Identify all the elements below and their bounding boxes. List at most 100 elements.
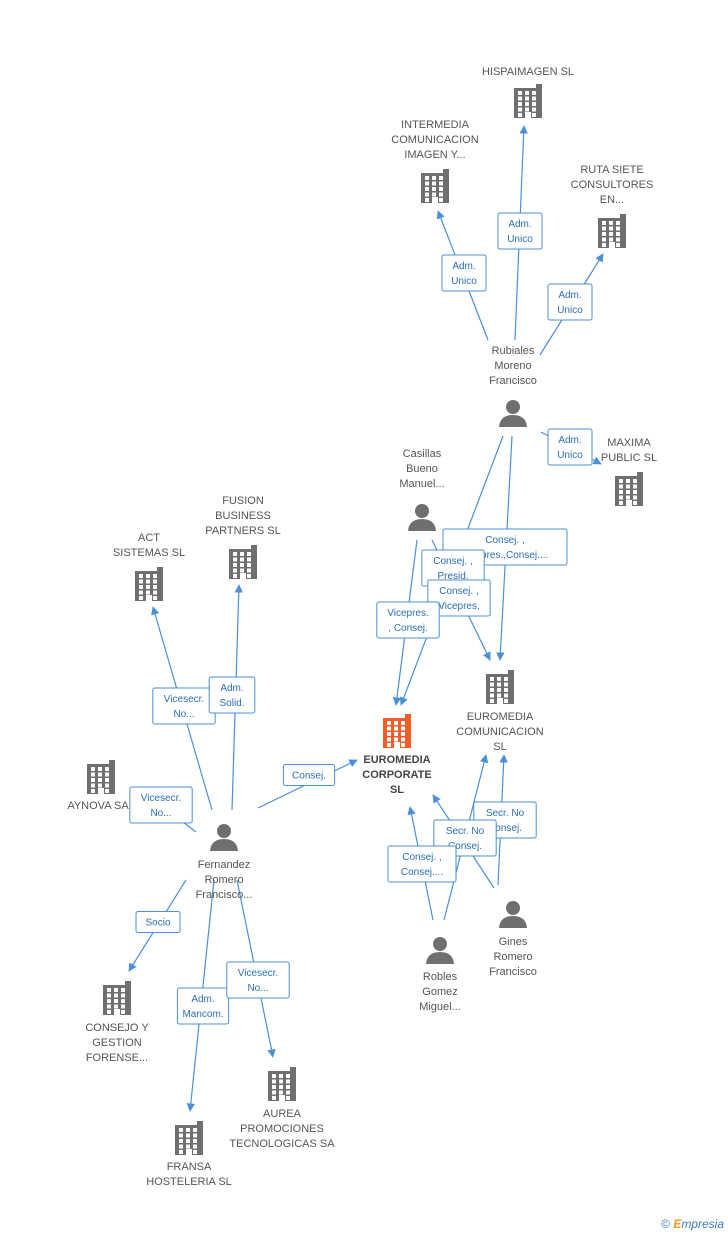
- node-label-line: Casillas: [403, 448, 442, 460]
- role-label-rubiales-to-euromedia_corp[interactable]: Consej. ,Presid.: [421, 549, 485, 587]
- node-label-line: FRANSA: [167, 1161, 212, 1173]
- role-text: Adm.: [191, 994, 214, 1005]
- node-label-line: PUBLIC SL: [601, 452, 657, 464]
- person-icon: [499, 901, 527, 928]
- role-label-fernandez-to-fransa[interactable]: Adm. Mancom.: [176, 987, 230, 1025]
- node-maxima[interactable]: MAXIMA PUBLIC SL: [601, 437, 657, 506]
- role-label-fernandez-to-euromedia_corp[interactable]: Consej.: [282, 764, 336, 786]
- role-label-rubiales-to-rutasiete[interactable]: Adm. Unico: [547, 283, 593, 321]
- building-icon: [486, 670, 514, 704]
- role-label-rubiales-to-hispaimagen[interactable]: Adm.Unico: [497, 212, 543, 250]
- node-label-line: RUTA SIETE: [580, 164, 643, 176]
- edges-layer: [128, 125, 604, 1112]
- role-label-casillas-to-euromedia_corp[interactable]: Vicepres. , Consej.: [376, 601, 440, 639]
- role-text: Secr. No: [486, 808, 525, 819]
- copyright-symbol: ©: [661, 1217, 670, 1231]
- node-label-line: Francisco: [489, 966, 537, 978]
- person-icon: [408, 504, 436, 531]
- node-robles[interactable]: RoblesGomezMiguel...: [419, 937, 461, 1013]
- role-label-fernandez-to-act[interactable]: Vicesecr.No...: [152, 687, 216, 725]
- node-consejo[interactable]: CONSEJO YGESTIONFORENSE...: [85, 981, 149, 1064]
- node-rutasiete[interactable]: RUTA SIETE CONSULTORES EN...: [571, 164, 654, 248]
- role-label-fernandez-to-aurea[interactable]: Vicesecr.No...: [226, 961, 290, 999]
- role-text: Consej.: [488, 823, 522, 834]
- footer-brand: © Empresia: [661, 1217, 724, 1231]
- node-label-line: MAXIMA: [607, 437, 651, 449]
- role-text: Vicepres.: [438, 601, 480, 612]
- node-label-line: COMUNICACION: [391, 134, 478, 146]
- role-text: No...: [150, 808, 171, 819]
- node-fransa[interactable]: FRANSA HOSTELERIA SL: [146, 1121, 232, 1188]
- node-label-line: CONSEJO Y: [85, 1022, 149, 1034]
- node-label-line: Gines: [499, 936, 528, 948]
- node-label-line: IMAGEN Y...: [404, 149, 465, 161]
- node-label-line: AYNOVA SA: [67, 800, 129, 812]
- role-text: Adm.: [558, 290, 581, 301]
- node-fernandez[interactable]: FernandezRomeroFrancisco...: [196, 824, 253, 901]
- building-icon: [598, 214, 626, 248]
- node-label-line: CORPORATE: [362, 769, 431, 781]
- node-label-line: INTERMEDIA: [401, 119, 470, 131]
- node-label-line: PARTNERS SL: [205, 525, 280, 537]
- role-text: Unico: [557, 305, 583, 316]
- role-label-fernandez-to-fusion[interactable]: Adm.Solid.: [208, 676, 256, 714]
- role-text: Vicesecr.: [238, 968, 278, 979]
- node-label-line: PROMOCIONES: [240, 1123, 324, 1135]
- role-text: Consej....: [401, 867, 443, 878]
- role-text: Unico: [557, 450, 583, 461]
- node-label-line: Romero: [493, 951, 532, 963]
- node-intermedia[interactable]: INTERMEDIA COMUNICACION IMAGEN Y...: [391, 119, 479, 203]
- node-label-line: CONSULTORES: [571, 179, 654, 191]
- building-icon: [514, 84, 542, 118]
- node-label-line: Gomez: [422, 986, 457, 998]
- role-text: Consej.: [448, 841, 482, 852]
- node-label-line: FUSION: [222, 495, 264, 507]
- role-text: Adm.: [220, 683, 243, 694]
- role-label-rubiales-to-intermedia[interactable]: Adm.Unico: [441, 254, 487, 292]
- building-icon: [421, 169, 449, 203]
- role-text: Unico: [451, 276, 477, 287]
- node-hispaimagen[interactable]: HISPAIMAGEN SL: [482, 66, 574, 118]
- node-label-line: HOSTELERIA SL: [146, 1176, 232, 1188]
- role-text: Socio: [145, 918, 170, 929]
- node-label-line: FORENSE...: [86, 1052, 148, 1064]
- node-label-line: Rubiales: [492, 345, 535, 357]
- node-label-line: Miguel...: [419, 1001, 461, 1013]
- node-label-line: EN...: [600, 194, 624, 206]
- role-text: Consej. ,: [485, 535, 524, 546]
- role-text: Vicepres.: [387, 608, 429, 619]
- node-label-line: Francisco: [489, 375, 537, 387]
- node-label-line: HISPAIMAGEN SL: [482, 66, 574, 78]
- role-text: Vicesecr.: [164, 694, 204, 705]
- node-label-line: TECNOLOGICAS SA: [229, 1138, 335, 1150]
- node-label-line: EUROMEDIA: [467, 711, 534, 723]
- role-text: Consej. ,: [433, 556, 472, 567]
- node-aynova[interactable]: AYNOVA SA: [67, 760, 129, 812]
- building-icon: [135, 567, 163, 601]
- node-aurea[interactable]: AUREA PROMOCIONES TECNOLOGICAS SA: [229, 1067, 335, 1150]
- role-label-fernandez-to-aynova[interactable]: Vicesecr. No...: [129, 786, 193, 824]
- node-label-line: AUREA: [263, 1108, 302, 1120]
- role-text: , Consej.: [388, 623, 427, 634]
- role-label-casillas-to-euromedia_com[interactable]: Consej. ,Vicepres.: [427, 579, 491, 617]
- role-label-rubiales-to-maxima[interactable]: Adm. Unico: [547, 428, 593, 466]
- person-icon: [210, 824, 238, 851]
- node-label-line: Manuel...: [399, 478, 444, 490]
- node-casillas[interactable]: CasillasBuenoManuel...: [399, 448, 445, 531]
- role-text: Mancom.: [182, 1009, 223, 1020]
- role-text: Adm.: [558, 435, 581, 446]
- role-label-fernandez-to-consejo[interactable]: Socio: [135, 911, 181, 933]
- brand-name: mpresia: [681, 1217, 724, 1231]
- role-label-robles-to-euromedia_corp[interactable]: Consej. ,Consej....: [387, 845, 457, 883]
- node-label-line: SISTEMAS SL: [113, 547, 185, 559]
- role-text: Vicesecr.: [141, 793, 181, 804]
- person-icon: [499, 400, 527, 427]
- node-label-line: Romero: [204, 874, 243, 886]
